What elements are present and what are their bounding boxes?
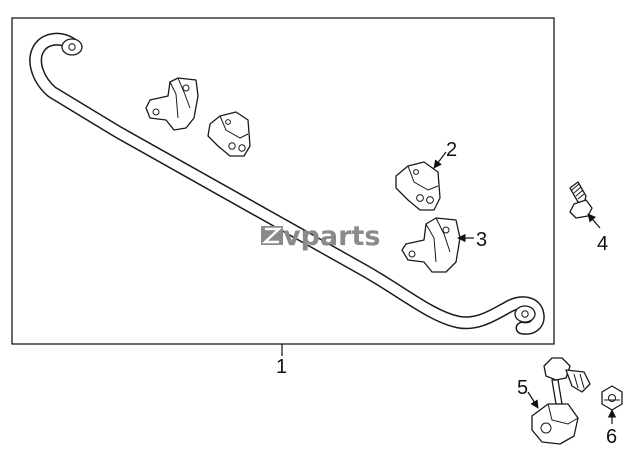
logo-mark-icon — [261, 226, 283, 245]
watermark-text: vparts — [283, 221, 380, 252]
stabilizer-bar[interactable] — [29, 32, 545, 335]
leader-5 — [527, 391, 539, 409]
callout-5[interactable]: 5 — [517, 377, 528, 399]
callout-3[interactable]: 3 — [476, 229, 487, 251]
nut[interactable] — [601, 385, 623, 411]
watermark-logo: vparts — [261, 221, 380, 252]
bushing-left[interactable] — [207, 111, 251, 157]
callout-4[interactable]: 4 — [597, 233, 608, 255]
callout-6[interactable]: 6 — [606, 426, 617, 448]
stabilizer-link[interactable] — [531, 357, 591, 445]
callout-1[interactable]: 1 — [276, 356, 287, 378]
bolt[interactable] — [569, 181, 593, 219]
bushing-bracket[interactable] — [401, 217, 461, 273]
callout-2[interactable]: 2 — [446, 139, 457, 161]
bushing-bracket-left[interactable] — [145, 77, 199, 131]
assembly-frame — [11, 17, 555, 345]
bushing[interactable] — [395, 161, 441, 211]
leader-2 — [433, 151, 447, 169]
leader-4 — [587, 213, 601, 229]
